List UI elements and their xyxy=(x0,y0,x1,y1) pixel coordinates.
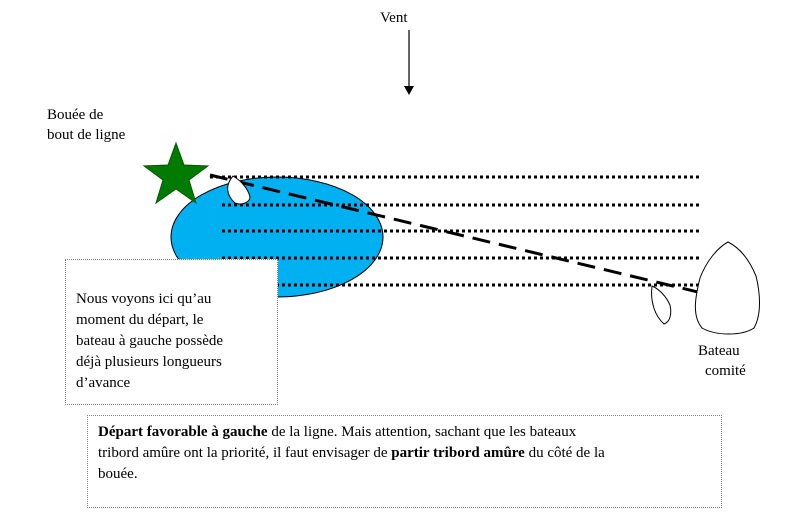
note-bottom-line3: bouée. xyxy=(98,466,138,482)
note-bottom-text2: tribord amûre ont la priorité, il faut e… xyxy=(98,445,392,461)
committee-label-line1: Bateau xyxy=(698,343,740,359)
buoy-star-icon xyxy=(142,141,210,205)
start-line-dashed xyxy=(209,173,703,295)
note-bottom-text1: de la ligne. Mais attention, sachant que… xyxy=(267,424,577,440)
note-box-bottom: Départ favorable à gauche de la ligne. M… xyxy=(87,415,722,508)
left-boat-icon xyxy=(227,175,251,205)
note-bottom-line1: Départ favorable à gauche de la ligne. M… xyxy=(98,422,576,443)
dotted-lines xyxy=(210,175,702,287)
note-bottom-text3: du côté de la xyxy=(524,445,605,461)
note-left-line3: bateau à gauche possède xyxy=(76,333,224,349)
wind-arrow xyxy=(404,30,414,95)
wind-label: Vent xyxy=(380,10,408,26)
note-bottom-bold2: partir tribord amûre xyxy=(391,445,525,461)
note-left-line1: Nous voyons ici qu’au xyxy=(76,291,212,307)
right-boat-icon xyxy=(651,285,672,325)
note-box-left: Nous voyons ici qu’au moment du départ, … xyxy=(65,259,278,405)
note-left-line4: déjà plusieurs longueurs xyxy=(76,354,222,370)
note-left-line5: d’avance xyxy=(76,375,131,391)
committee-label-line2: comité xyxy=(705,363,746,379)
note-left-line2: moment du départ, le xyxy=(76,312,204,328)
buoy-label-line2: bout de ligne xyxy=(47,127,126,143)
committee-boat-icon xyxy=(694,241,760,335)
note-bottom-bold1: Départ favorable à gauche xyxy=(98,424,268,440)
buoy-label-line1: Bouée de xyxy=(47,107,104,123)
note-bottom-line2: tribord amûre ont la priorité, il faut e… xyxy=(98,443,605,464)
